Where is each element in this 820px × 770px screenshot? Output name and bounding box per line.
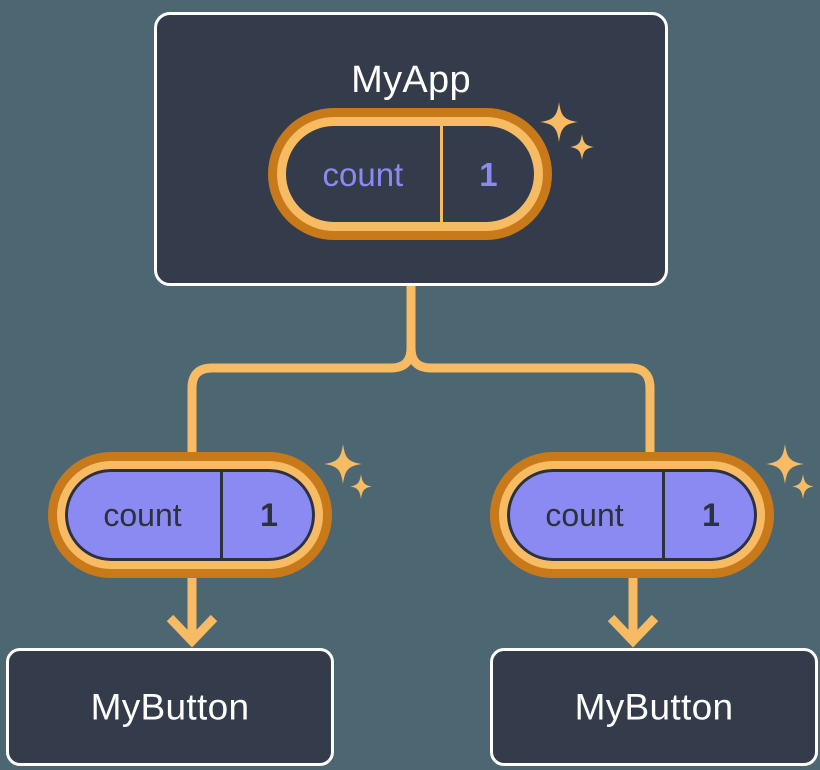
state-pill-branch-right[interactable]: count 1 <box>490 452 774 578</box>
state-pill-branch-left[interactable]: count 1 <box>48 452 332 578</box>
state-pill-inner: count 1 <box>57 461 323 569</box>
branch-connector-icon <box>187 286 655 452</box>
state-pill-root[interactable]: count 1 <box>268 108 552 240</box>
state-key: count <box>103 497 182 533</box>
component-box-mybutton-left[interactable]: MyButton <box>6 648 334 766</box>
state-key: count <box>322 155 404 193</box>
page-title: MyApp <box>351 59 471 101</box>
component-label: MyButton <box>90 686 250 728</box>
state-pill-inner: count 1 <box>277 117 543 231</box>
arrow-down-icon <box>166 578 218 648</box>
component-label: MyButton <box>574 686 734 728</box>
component-box-mybutton-right[interactable]: MyButton <box>490 648 818 766</box>
state-key: count <box>545 497 624 533</box>
arrow-down-icon <box>607 578 659 648</box>
state-value: 1 <box>662 469 757 561</box>
state-value: 1 <box>220 469 315 561</box>
state-pill-inner: count 1 <box>499 461 765 569</box>
state-value: 1 <box>439 126 534 222</box>
